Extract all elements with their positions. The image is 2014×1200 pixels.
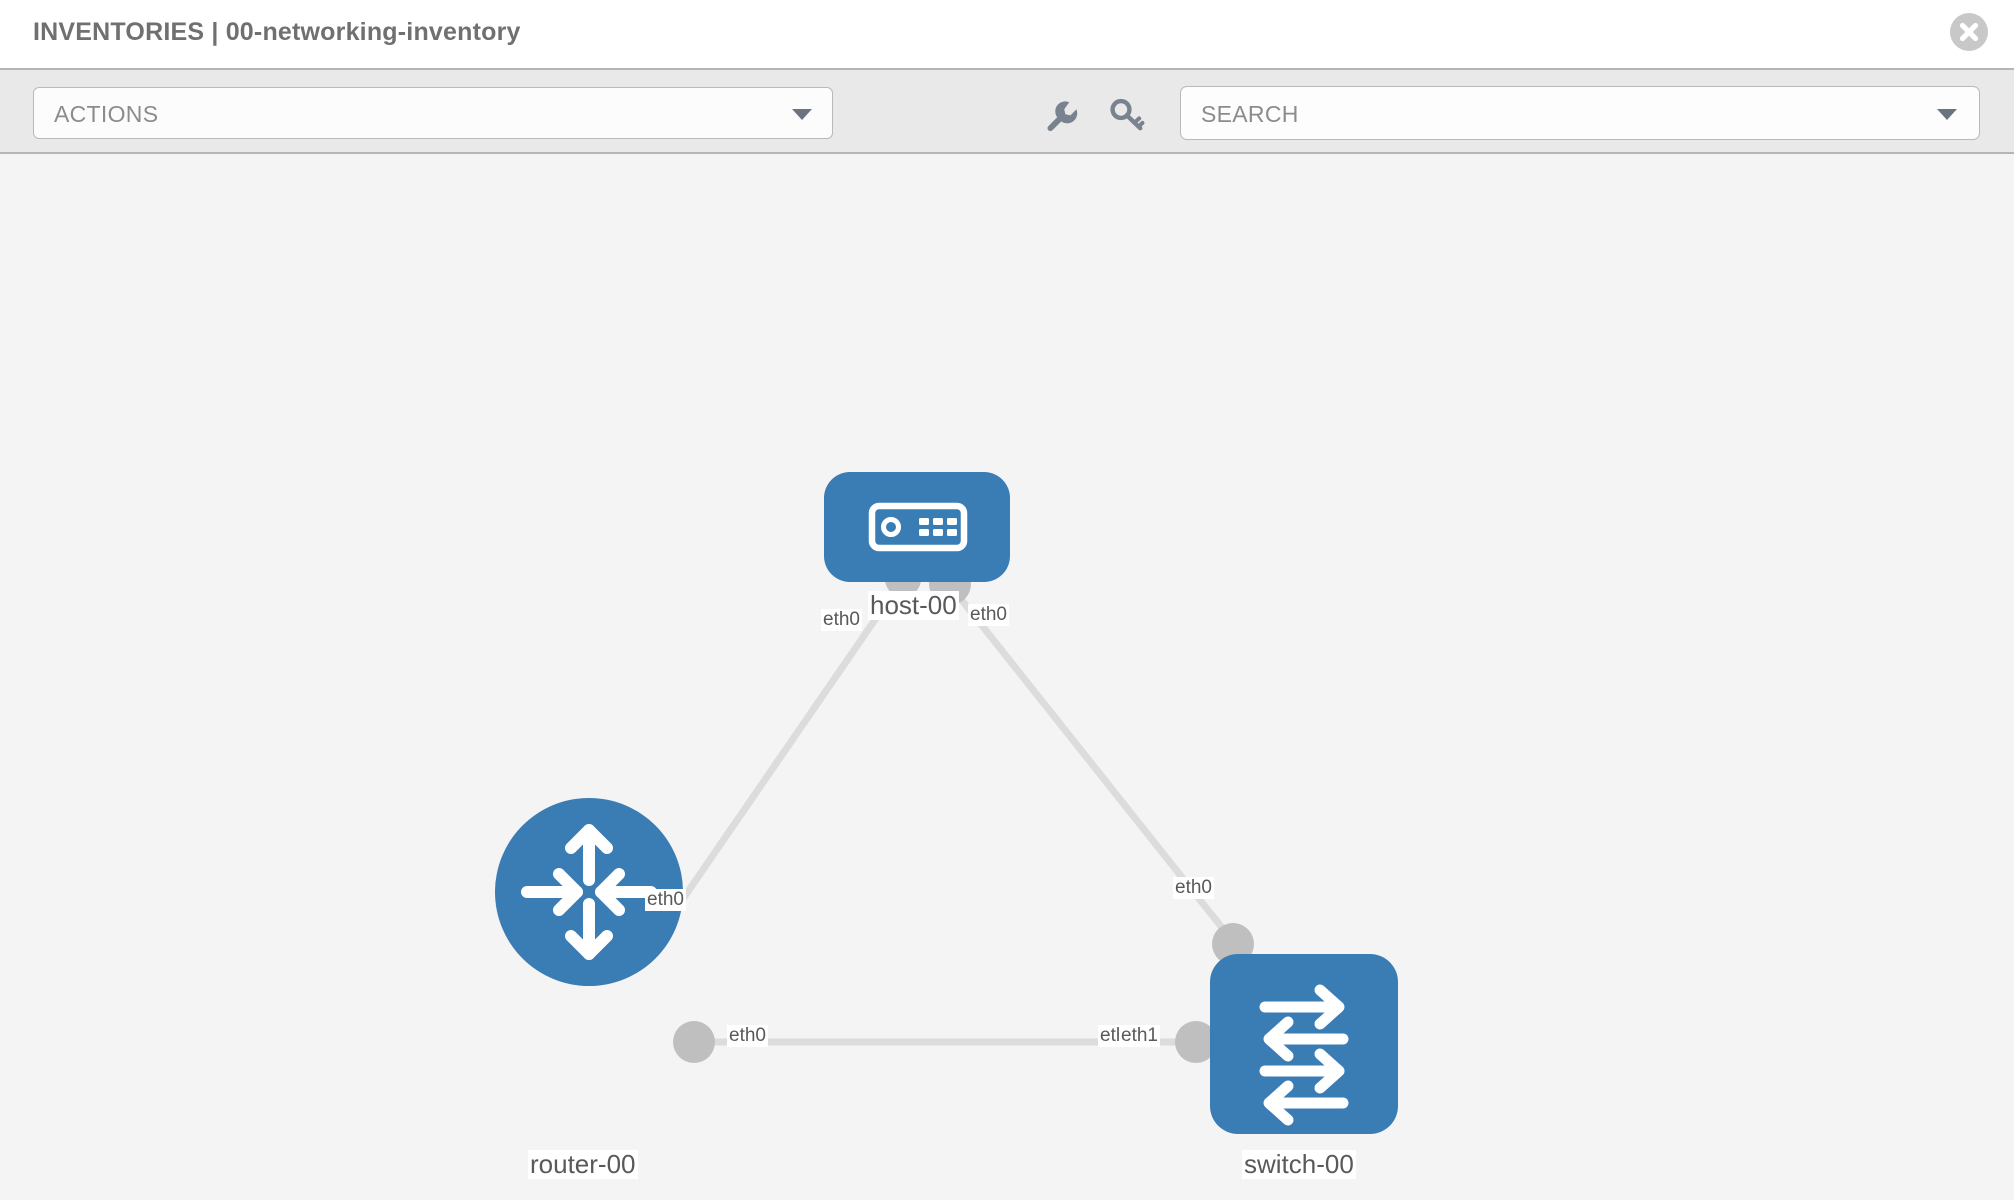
router-icon	[521, 824, 657, 960]
wrench-button[interactable]	[1037, 92, 1081, 136]
wrench-icon	[1047, 101, 1078, 132]
page-header: INVENTORIES | 00-networking-inventory	[0, 0, 2014, 68]
topology-edges	[642, 576, 1238, 1046]
node-label-router: router-00	[528, 1149, 638, 1179]
chevron-down-icon	[792, 109, 812, 120]
connector-switch-left	[1175, 1021, 1217, 1063]
chevron-down-icon	[1937, 109, 1957, 120]
iface-label-switch-up: eth0	[1173, 877, 1214, 899]
actions-dropdown-label: ACTIONS	[54, 101, 159, 127]
topology-graph	[495, 472, 1398, 1134]
iface-label-router-up: eth0	[645, 889, 686, 911]
topology-connectors	[673, 561, 1254, 1063]
close-button[interactable]	[1950, 13, 1988, 51]
link-host-router	[642, 577, 906, 956]
connector-router-right	[673, 1021, 715, 1063]
iface-label-switch-left-b: eth1	[1119, 1025, 1160, 1047]
iface-label-host-right: eth0	[968, 604, 1009, 626]
search-input[interactable]: SEARCH	[1180, 86, 1980, 140]
close-icon	[1959, 22, 1979, 42]
key-button[interactable]	[1105, 92, 1149, 136]
node-label-host: host-00	[868, 590, 959, 620]
iface-label-router-right: eth0	[727, 1025, 768, 1047]
iface-label-host-left: eth0	[821, 609, 862, 631]
key-icon	[1110, 98, 1145, 131]
toolbar: ACTIONS SEARCH	[0, 68, 2014, 154]
search-placeholder: SEARCH	[1201, 101, 1299, 127]
topology-canvas[interactable]: host-00 router-00 switch-00 eth0 eth0 et…	[0, 154, 2014, 1200]
switch-icon	[1259, 984, 1349, 1126]
server-icon	[868, 502, 968, 552]
actions-dropdown[interactable]: ACTIONS	[33, 87, 833, 139]
node-switch-00[interactable]	[1210, 954, 1398, 1134]
node-host-00[interactable]	[824, 472, 1010, 582]
node-router-00[interactable]	[495, 798, 683, 986]
page-title: INVENTORIES | 00-networking-inventory	[33, 18, 521, 46]
node-label-switch: switch-00	[1242, 1149, 1356, 1179]
